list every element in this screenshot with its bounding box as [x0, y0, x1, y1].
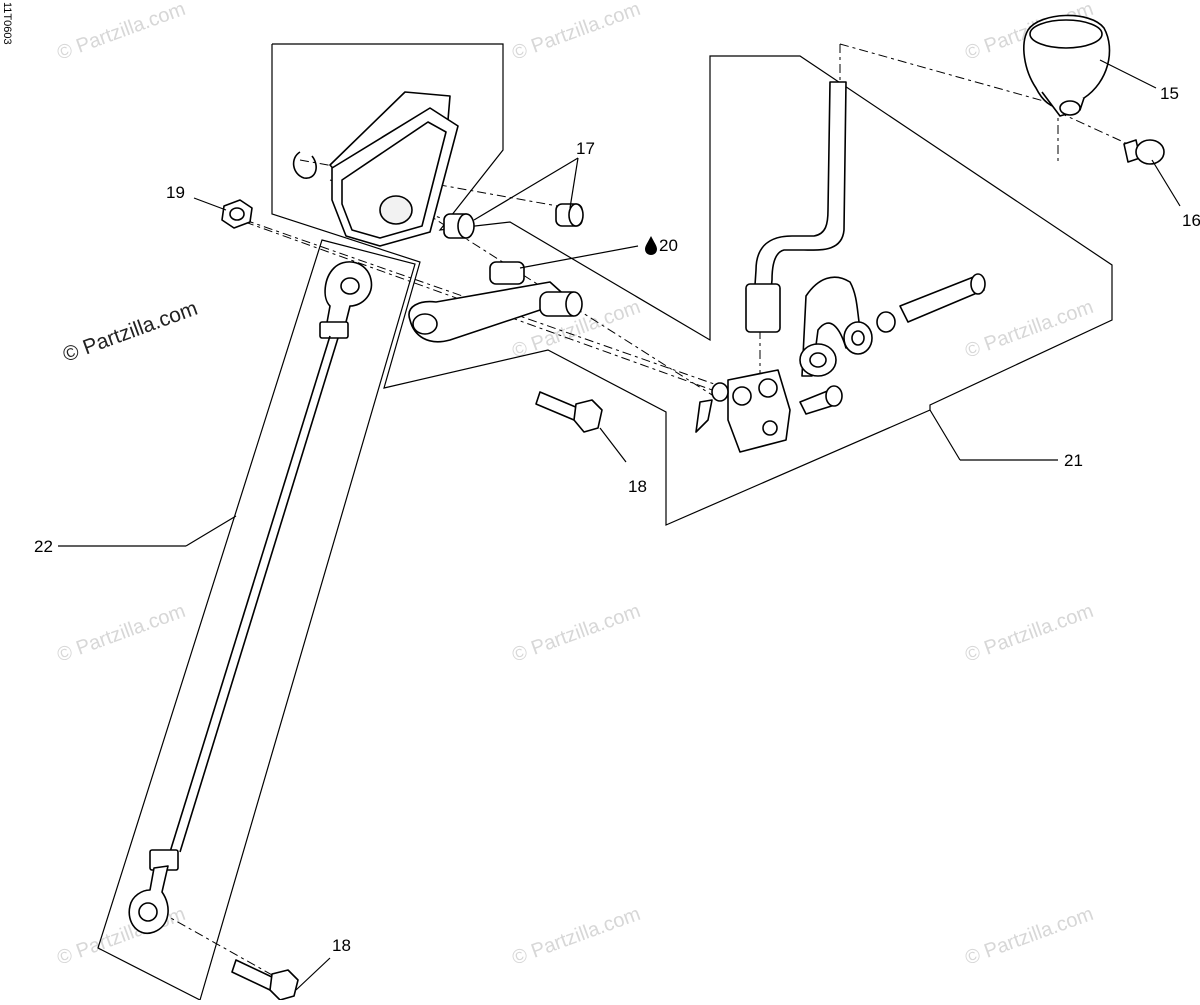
knob-15	[1023, 14, 1111, 117]
watermark: © Partzilla.com	[962, 296, 1096, 363]
nut-19	[221, 199, 253, 229]
callout-15: 15	[1160, 84, 1179, 103]
watermark: © Partzilla.com	[54, 600, 188, 667]
watermark-prominent: © Partzilla.com	[60, 297, 201, 367]
callout-17: 17	[576, 139, 595, 158]
leader-lines	[58, 59, 1181, 991]
shift-rod-22	[128, 261, 373, 935]
watermark: © Partzilla.com	[509, 0, 643, 65]
callout-20: 20	[659, 236, 678, 255]
callout-22: 22	[34, 537, 53, 556]
watermark: © Partzilla.com	[509, 903, 643, 970]
pivot-bracket	[695, 369, 791, 453]
lever-arm	[408, 261, 583, 343]
assembly-lines	[159, 43, 1131, 986]
screw-16	[1123, 139, 1165, 165]
watermark: © Partzilla.com	[962, 600, 1096, 667]
reference-code: 11T0603	[1, 2, 13, 45]
watermark: © Partzilla.com	[54, 0, 188, 65]
callout-18: 18	[628, 477, 647, 496]
bolt-18-lower	[231, 959, 299, 1001]
oil-drop-icon	[645, 236, 657, 255]
group-outline-21	[271, 43, 1113, 526]
callouts: 15 16 17 18 19 20 21 22 18	[34, 84, 1200, 955]
callout-18: 18	[332, 936, 351, 955]
circlip	[292, 151, 317, 179]
callout-21: 21	[1064, 451, 1083, 470]
pedal-bracket	[329, 91, 459, 247]
bolt-18-upper	[535, 391, 603, 433]
pivot-hardware	[799, 273, 986, 415]
watermark: © Partzilla.com	[509, 600, 643, 667]
bushing-17	[443, 203, 584, 239]
shift-lever	[745, 81, 865, 377]
callout-16: 16	[1182, 211, 1200, 230]
watermark: © Partzilla.com	[962, 903, 1096, 970]
callout-19: 19	[166, 183, 185, 202]
